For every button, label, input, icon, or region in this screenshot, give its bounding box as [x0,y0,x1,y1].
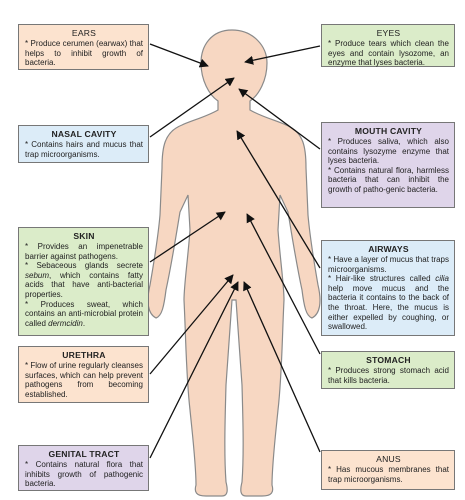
body-outline [147,29,321,497]
human-body-silhouette [147,29,321,497]
arrow-mouth [238,88,321,150]
skin-text-2: * Sebaceous glands secrete sebum, which … [25,261,143,299]
nasal-cavity-box: NASAL CAVITY * Contains hairs and mucus … [18,125,149,163]
arrows-layer [149,43,321,459]
mouth-cavity-text-2: * Contains natural flora, harmless bacte… [328,165,449,194]
airways-text-1: * Have a layer of mucus that traps micro… [328,255,449,274]
genital-tract-title: GENITAL TRACT [48,449,120,459]
skin-text-3: * Produces sweat, which contains an anti… [25,299,143,328]
arrow-skin [149,211,226,263]
skin-box: SKIN * Provides an impenetrable barrier … [18,227,149,336]
skin-title: SKIN [73,231,95,241]
arrow-urethra [149,274,234,375]
skin-text-1: * Provides an impenetrable barrier again… [25,242,143,261]
arrow-stomach [246,213,321,355]
genital-tract-text-1: * Contains natural flora that inhibits g… [25,460,143,489]
mouth-cavity-text-1: * Produces saliva, which also contains l… [328,137,449,166]
ears-text-1: * Produce cerumen (earwax) that helps to… [25,39,143,68]
arrow-ears [149,43,209,68]
anus-text-1: * Has mucous membranes that trap microor… [328,465,449,484]
arrow-airways [236,130,321,269]
eyes-title: EYES [376,28,401,38]
nasal-cavity-text-1: * Contains hairs and mucus that trap mic… [25,140,143,159]
arrow-eyes [244,45,321,65]
stomach-text-1: * Produces strong stomach acid that kill… [328,366,449,385]
stomach-box: STOMACH * Produces strong stomach acid t… [321,351,455,389]
airways-box: AIRWAYS * Have a layer of mucus that tra… [321,240,455,336]
genital-tract-box: GENITAL TRACT * Contains natural flora t… [18,445,149,491]
stomach-title: STOMACH [366,355,411,365]
eyes-box: EYES * Produce tears which clean the eye… [321,24,455,67]
arrow-nasal [149,77,235,138]
anus-title: ANUS [376,454,401,464]
mouth-cavity-title: MOUTH CAVITY [354,126,423,136]
ears-box: EARS * Produce cerumen (earwax) that hel… [18,24,149,70]
urethra-title: URETHRA [62,350,106,360]
airways-text-2: * Hair-like structures called cilia help… [328,274,449,332]
eyes-text-1: * Produce tears which clean the eyes and… [328,39,449,68]
airways-title: AIRWAYS [368,244,409,254]
arrow-genital [149,281,239,459]
urethra-text-1: * Flow of urine regularly cleanses surfa… [25,361,143,399]
nasal-cavity-title: NASAL CAVITY [51,129,117,139]
ears-title: EARS [71,28,97,38]
anus-box: ANUS * Has mucous membranes that trap mi… [321,450,455,490]
arrow-anus [243,281,321,453]
urethra-box: URETHRA * Flow of urine regularly cleans… [18,346,149,403]
mouth-cavity-box: MOUTH CAVITY * Produces saliva, which al… [321,122,455,208]
